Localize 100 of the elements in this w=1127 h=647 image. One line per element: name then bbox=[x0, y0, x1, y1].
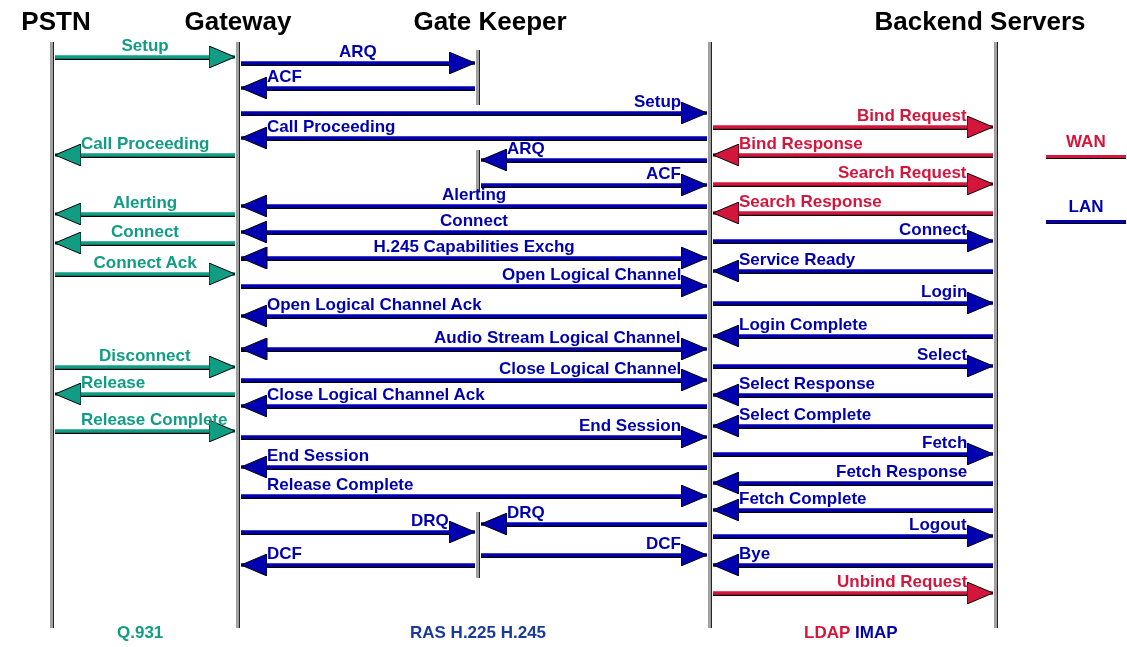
arrow bbox=[55, 45, 236, 69]
edge-label: End Session bbox=[267, 447, 370, 465]
legend-label: WAN bbox=[1066, 133, 1106, 151]
edge-label: End Session bbox=[579, 417, 682, 435]
arrow bbox=[55, 262, 236, 286]
arrow bbox=[712, 201, 993, 225]
edge-label: Setup bbox=[121, 37, 169, 55]
arrow bbox=[712, 383, 993, 407]
edge-label: Connect Ack bbox=[93, 254, 197, 272]
arrow bbox=[54, 231, 235, 255]
arrow bbox=[713, 354, 994, 378]
arrow bbox=[480, 512, 707, 536]
arrow bbox=[713, 115, 994, 139]
edge-label: DRQ bbox=[507, 504, 545, 522]
edge-label: Search Request bbox=[838, 164, 967, 182]
arrow bbox=[713, 524, 994, 548]
lifeline-heading: PSTN bbox=[21, 6, 91, 37]
arrow bbox=[712, 553, 993, 577]
edge-label: Login bbox=[921, 283, 968, 301]
edge-label: DRQ bbox=[411, 512, 449, 530]
arrow bbox=[55, 355, 236, 379]
edge-label: Search Response bbox=[739, 193, 882, 211]
edge-label: Call Proceeding bbox=[267, 118, 396, 136]
arrow bbox=[240, 304, 707, 328]
edge-label: Open Logical Channel Ack bbox=[267, 296, 482, 314]
lifeline bbox=[474, 512, 482, 578]
edge-label: Bind Response bbox=[739, 135, 863, 153]
arrow bbox=[712, 324, 993, 348]
edge-label: Open Logical Channel bbox=[502, 266, 682, 284]
edge-label: Service Ready bbox=[739, 251, 856, 269]
edge-label: Release Complete bbox=[267, 476, 414, 494]
arrow bbox=[241, 101, 708, 125]
arrow bbox=[240, 194, 707, 218]
arrow bbox=[481, 543, 708, 567]
edge-label: Audio Stream Logical Channel bbox=[434, 329, 681, 347]
edge-label: Alerting bbox=[113, 194, 178, 212]
arrow bbox=[712, 414, 993, 438]
edge-label: Release bbox=[81, 374, 146, 392]
edge-label: Fetch Response bbox=[836, 463, 968, 481]
arrow bbox=[54, 382, 235, 406]
arrow bbox=[712, 471, 993, 495]
edge-label: ARQ bbox=[339, 43, 377, 61]
edge-label: Release Complete bbox=[81, 411, 228, 429]
arrow bbox=[240, 246, 708, 270]
arrow bbox=[240, 553, 475, 577]
edge-label: ACF bbox=[267, 68, 302, 86]
arrow bbox=[240, 337, 708, 361]
protocol-label: LDAP bbox=[804, 624, 851, 642]
arrow bbox=[54, 202, 235, 226]
edge-label: Connect bbox=[440, 212, 508, 230]
arrow bbox=[713, 291, 994, 315]
edge-label: Connect bbox=[111, 223, 179, 241]
lifeline-heading: Backend Servers bbox=[874, 6, 1086, 37]
arrow bbox=[240, 126, 707, 150]
arrow bbox=[240, 220, 707, 244]
arrow bbox=[240, 76, 475, 100]
arrow bbox=[712, 143, 993, 167]
arrow bbox=[712, 259, 993, 283]
arrow bbox=[241, 425, 708, 449]
edge-label: Bind Request bbox=[857, 107, 967, 125]
edge-label: Connect bbox=[899, 221, 967, 239]
edge-label: Unbind Request bbox=[837, 573, 968, 591]
protocol-label: IMAP bbox=[855, 624, 898, 642]
edge-label: Select Complete bbox=[739, 406, 872, 424]
arrow bbox=[241, 520, 476, 544]
edge-label: Close Logical Channel Ack bbox=[267, 386, 485, 404]
edge-label: Setup bbox=[634, 93, 682, 111]
arrow bbox=[55, 419, 236, 443]
edge-label: Alerting bbox=[442, 186, 507, 204]
arrow bbox=[713, 229, 994, 253]
edge-label: ACF bbox=[646, 165, 681, 183]
arrow bbox=[712, 498, 993, 522]
arrow bbox=[713, 581, 994, 605]
arrow bbox=[480, 148, 707, 172]
protocol-label: Q.931 bbox=[117, 624, 164, 642]
lifeline-heading: Gateway bbox=[184, 6, 292, 37]
legend-label: LAN bbox=[1068, 198, 1104, 216]
arrow bbox=[241, 484, 708, 508]
protocol-label: RAS H.225 H.245 bbox=[410, 624, 547, 642]
edge-label: Select bbox=[917, 346, 968, 364]
edge-label: Logout bbox=[909, 516, 967, 534]
arrow bbox=[241, 368, 708, 392]
edge-label: DCF bbox=[267, 545, 302, 563]
edge-label: Disconnect bbox=[99, 347, 191, 365]
edge-label: Fetch bbox=[922, 434, 968, 452]
lifeline-heading: Gate Keeper bbox=[413, 6, 567, 37]
arrow bbox=[54, 143, 235, 167]
edge-label: Login Complete bbox=[739, 316, 868, 334]
arrow bbox=[713, 172, 994, 196]
arrow bbox=[481, 173, 708, 197]
edge-label: Close Logical Channel bbox=[499, 360, 682, 378]
arrow bbox=[241, 51, 476, 75]
arrow bbox=[241, 274, 708, 298]
arrow bbox=[240, 455, 707, 479]
edge-label: Bye bbox=[739, 545, 771, 563]
edge-label: H.245 Capabilities Exchg bbox=[373, 238, 575, 256]
arrow bbox=[713, 442, 994, 466]
arrow bbox=[240, 394, 707, 418]
edge-label: ARQ bbox=[507, 140, 545, 158]
edge-label: Call Proceeding bbox=[81, 135, 210, 153]
